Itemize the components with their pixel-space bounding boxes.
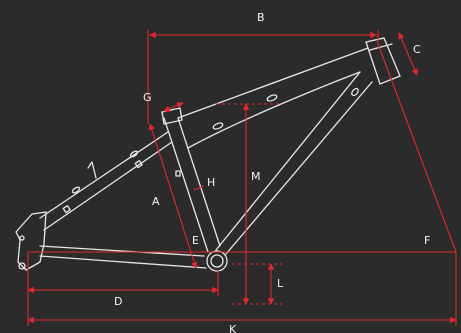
bottom-bracket-inner: [210, 254, 224, 268]
bottle-boss: [134, 160, 143, 169]
dimension-lines: [27, 30, 457, 326]
cable-guide: [129, 150, 139, 158]
head-tube: [365, 37, 401, 85]
label-d: D: [114, 295, 122, 308]
label-f: F: [424, 234, 430, 247]
dimension-c-line: [398, 32, 418, 76]
down-tube: [215, 71, 373, 255]
label-a: A: [152, 195, 160, 208]
dimension-labels: B C G A H M E F L D K: [114, 11, 430, 333]
bottle-boss: [175, 170, 181, 177]
cable-guide: [351, 87, 359, 97]
dimension-h-line: [193, 185, 205, 191]
dimension-f-line: [377, 43, 457, 253]
dropout-bolt: [19, 235, 25, 241]
label-k: K: [229, 323, 237, 333]
cable-guide: [266, 94, 278, 102]
bottom-bracket: [206, 250, 228, 272]
dimension-a-line: [148, 123, 198, 269]
seat-stay: [39, 131, 173, 231]
top-tube: [177, 47, 369, 149]
brake-mount: [87, 161, 97, 179]
bottle-boss: [62, 205, 71, 214]
cable-guide: [212, 122, 224, 130]
rear-dropout: [15, 211, 47, 271]
label-g: G: [143, 91, 152, 104]
dimension-g-line: [163, 102, 184, 112]
label-c: C: [413, 43, 421, 56]
label-b: B: [257, 11, 265, 24]
dropout-bolt: [18, 262, 26, 270]
chain-stay: [39, 245, 207, 269]
bike-frame: [15, 37, 401, 272]
label-h: H: [207, 176, 215, 189]
label-l: L: [277, 277, 284, 290]
label-e: E: [192, 234, 199, 247]
label-m: M: [251, 170, 261, 183]
cable-guide: [71, 186, 81, 194]
